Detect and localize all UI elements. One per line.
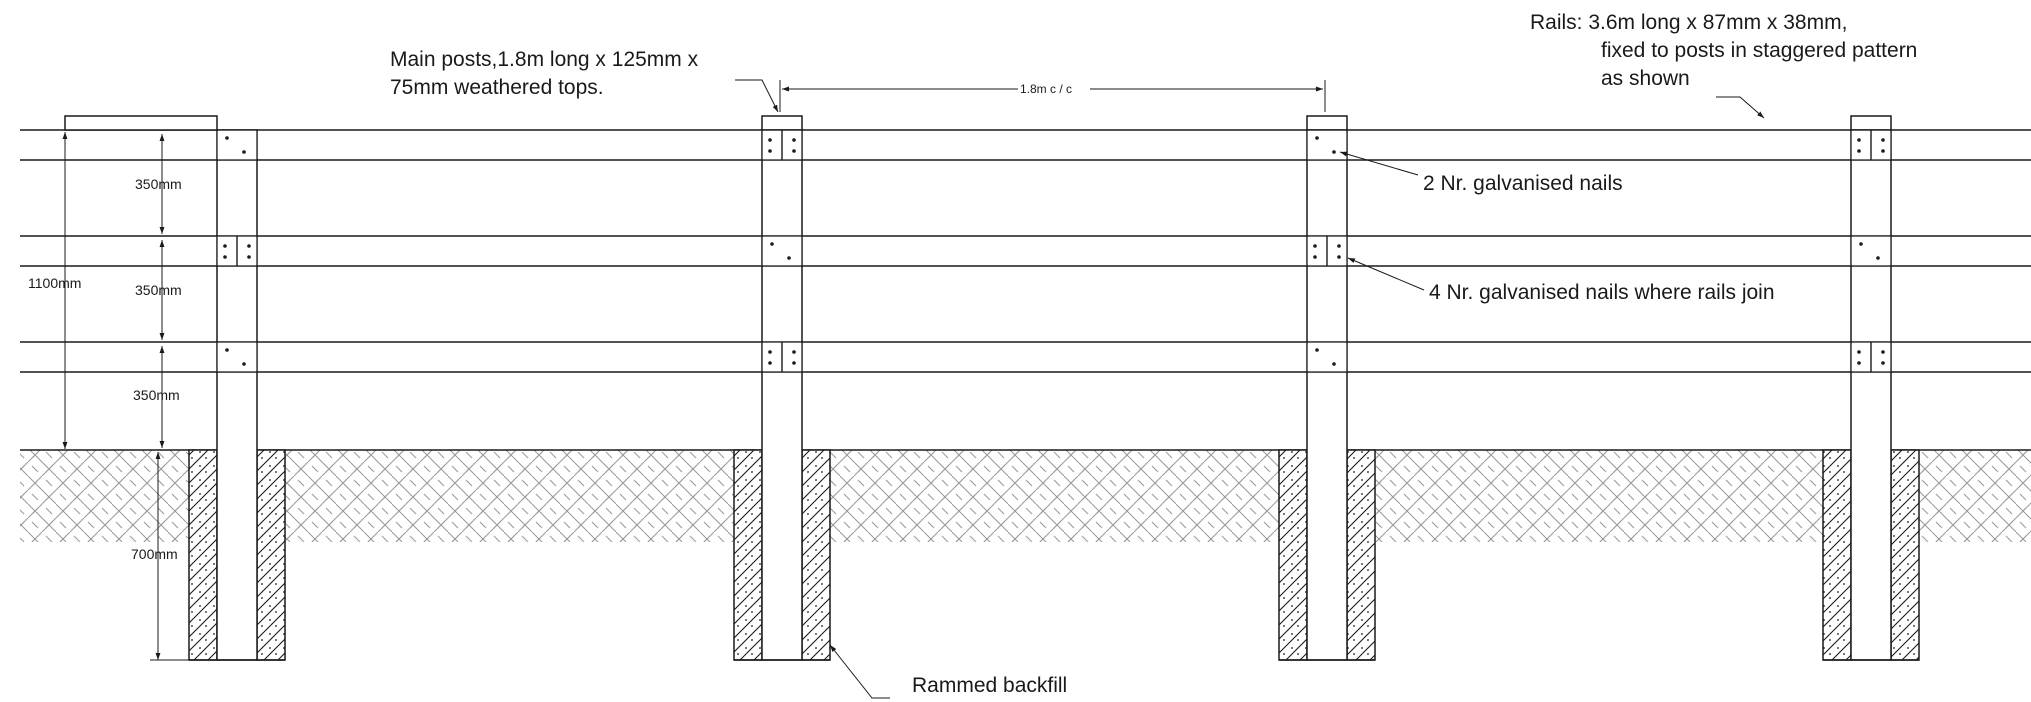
- nail: [1332, 362, 1336, 366]
- nail: [1857, 361, 1861, 365]
- nail: [223, 244, 227, 248]
- backfill-left-2: [733, 449, 763, 661]
- backfill-right-3: [1346, 449, 1376, 661]
- nail: [1332, 150, 1336, 154]
- nails-layer: [223, 130, 1885, 372]
- ground: [20, 450, 2031, 542]
- nail: [247, 244, 251, 248]
- dim-gap-1: 350mm: [135, 176, 182, 192]
- dim-gap-2: 350mm: [135, 282, 182, 298]
- nail: [1315, 136, 1319, 140]
- dim-embed-depth: 700mm: [131, 546, 178, 562]
- backfill-left-1: [188, 449, 218, 661]
- backfill-right-2: [801, 449, 831, 661]
- nail: [1337, 244, 1341, 248]
- nail: [1857, 138, 1861, 142]
- rail-over-post: [762, 236, 802, 266]
- dim-gap-3: 350mm: [133, 387, 180, 403]
- nail: [770, 242, 774, 246]
- dimension-lines: [62, 80, 1326, 661]
- nail: [242, 362, 246, 366]
- nail: [1876, 256, 1880, 260]
- label-backfill: Rammed backfill: [912, 674, 1067, 697]
- nail: [792, 361, 796, 365]
- nail: [792, 138, 796, 142]
- nail: [223, 255, 227, 259]
- nail: [1313, 244, 1317, 248]
- backfill-left-4: [1822, 449, 1852, 661]
- nail: [1857, 350, 1861, 354]
- nail: [1337, 255, 1341, 259]
- dim-spacing: 1.8m c / c: [1020, 82, 1072, 96]
- post-cap-3: [1306, 115, 1348, 131]
- nail: [787, 256, 791, 260]
- top-cap-left: [64, 115, 218, 131]
- label-nails-2: 2 Nr. galvanised nails: [1423, 172, 1623, 195]
- dim-overall-height: 1100mm: [28, 275, 81, 291]
- backfill-left-3: [1278, 449, 1308, 661]
- label-main-posts-1: Main posts,1.8m long x 125mm x: [390, 48, 699, 71]
- nail: [792, 350, 796, 354]
- post-cap-2: [761, 115, 803, 131]
- nail: [1881, 149, 1885, 153]
- post-3: [1306, 129, 1348, 661]
- backfill-right-1: [256, 449, 286, 661]
- rails-layer: [20, 129, 2031, 373]
- rail-over-post: [1307, 342, 1347, 372]
- nail: [1315, 348, 1319, 352]
- post-cap-4: [1850, 115, 1892, 131]
- nail: [768, 138, 772, 142]
- label-rails-1: Rails: 3.6m long x 87mm x 38mm,: [1530, 11, 1847, 34]
- label-rails-2: fixed to posts in staggered pattern: [1601, 39, 1917, 62]
- post-4: [1850, 129, 1892, 661]
- label-nails-4: 4 Nr. galvanised nails where rails join: [1429, 281, 1775, 304]
- post-2: [761, 129, 803, 661]
- rail-over-post: [217, 342, 257, 372]
- nail: [768, 149, 772, 153]
- nail: [225, 136, 229, 140]
- label-rails-3: as shown: [1601, 67, 1690, 90]
- nail: [1313, 255, 1317, 259]
- nail: [1859, 242, 1863, 246]
- rail-over-post: [217, 130, 257, 160]
- nail: [792, 149, 796, 153]
- nail: [768, 361, 772, 365]
- label-main-posts-2: 75mm weathered tops.: [390, 76, 604, 99]
- nail: [247, 255, 251, 259]
- post-1: [216, 129, 258, 661]
- nail: [768, 350, 772, 354]
- nail: [1881, 350, 1885, 354]
- nail: [1857, 149, 1861, 153]
- leader-lines: [735, 79, 1765, 699]
- nail: [1881, 361, 1885, 365]
- nail: [225, 348, 229, 352]
- rail-over-post: [1851, 236, 1891, 266]
- rail-over-post: [1307, 130, 1347, 160]
- posts-layer: [188, 115, 1920, 661]
- nail: [1881, 138, 1885, 142]
- backfill-right-4: [1890, 449, 1920, 661]
- nail: [242, 150, 246, 154]
